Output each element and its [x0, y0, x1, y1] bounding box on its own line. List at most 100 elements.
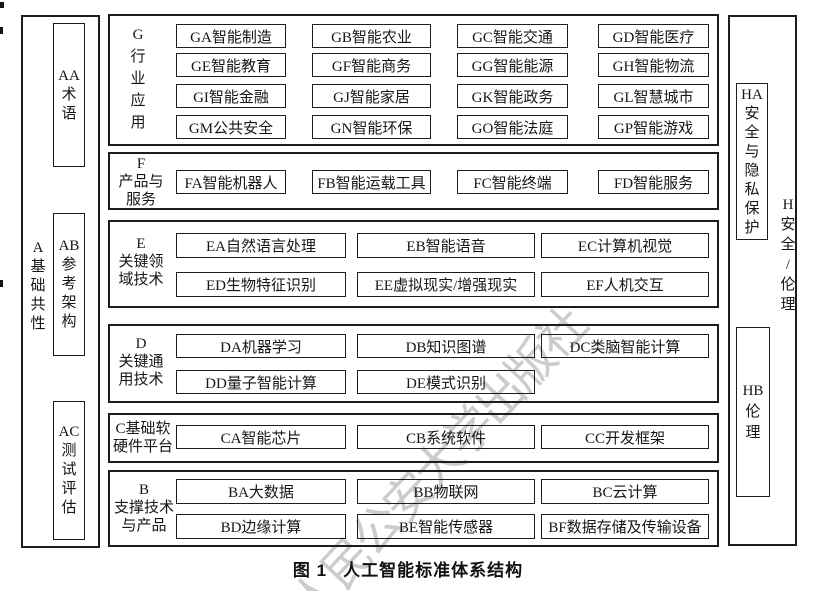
label-g-line: 业	[130, 71, 146, 87]
box-ac-char: 评	[61, 481, 77, 497]
label-h-char: 理	[780, 297, 796, 313]
label-h-char: 全	[780, 237, 796, 253]
box-ge: GE智能教育	[176, 53, 286, 77]
label-c-line: 硬件平台	[112, 439, 173, 455]
label-g-line: 行	[130, 49, 146, 65]
label-a-char: 共	[30, 297, 46, 313]
box-ha-char: 全	[744, 124, 760, 141]
scan-artifact	[0, 280, 3, 287]
box-ha-char: 保	[744, 200, 760, 217]
box-ha-char: 护	[744, 219, 760, 236]
label-f-line: 服务	[125, 192, 156, 208]
section-f-products-services: F 产品与 服务 FA智能机器人 FB智能运载工具 FC智能终端 FD智能服务	[108, 152, 719, 210]
box-ac-char: AC	[58, 424, 80, 440]
box-aa-char: 术	[61, 86, 77, 103]
box-hb-char: HB	[742, 382, 764, 399]
box-db: DB知识图谱	[357, 334, 535, 358]
box-ha-char: 隐	[744, 162, 760, 179]
box-fb: FB智能运载工具	[312, 170, 431, 194]
label-b-supporting-tech-products: B 支撑技术 与产品	[110, 481, 178, 535]
group-a-basic-common: A 基 础 共 性 AA 术 语 AB 参 考 架 构 AC 测 试 评 估	[21, 15, 100, 548]
box-hb-char: 理	[745, 424, 761, 441]
box-gl: GL智慧城市	[598, 84, 709, 108]
label-a-basic-common: A 基 础 共 性	[27, 239, 49, 334]
box-gp: GP智能游戏	[598, 115, 709, 139]
label-b-line: B	[138, 482, 149, 498]
section-b-supporting-tech-products: B 支撑技术 与产品 BA大数据 BB物联网 BC云计算 BD边缘计算 BE智能…	[108, 470, 719, 547]
box-ab-char: 架	[61, 295, 77, 311]
box-be: BE智能传感器	[357, 514, 535, 539]
figure-caption-title: 人工智能标准体系结构	[343, 561, 524, 580]
box-ab-reference-architecture: AB 参 考 架 构	[53, 213, 85, 356]
label-d-line: D	[135, 336, 147, 352]
box-bc: BC云计算	[541, 479, 709, 504]
label-e-key-domain-technologies: E 关键领 域技术	[110, 235, 172, 289]
box-fc: FC智能终端	[457, 170, 568, 194]
label-a-char: 础	[30, 278, 46, 294]
box-de: DE模式识别	[357, 370, 535, 394]
box-da: DA机器学习	[176, 334, 346, 358]
box-hb-ethics: HB 伦 理	[736, 327, 770, 497]
label-e-line: 关键领	[118, 254, 164, 270]
box-ca: CA智能芯片	[176, 425, 346, 449]
box-fd: FD智能服务	[598, 170, 709, 194]
box-gd: GD智能医疗	[598, 24, 709, 48]
box-gj: GJ智能家居	[312, 84, 431, 108]
section-e-key-domain-technologies: E 关键领 域技术 EA自然语言处理 EB智能语音 EC计算机视觉 ED生物特征…	[108, 220, 719, 308]
label-g-line: 应	[130, 93, 146, 109]
box-gb: GB智能农业	[312, 24, 431, 48]
box-ba: BA大数据	[176, 479, 346, 504]
figure-caption: 图 1 人工智能标准体系结构	[0, 556, 816, 581]
box-gc: GC智能交通	[457, 24, 568, 48]
box-bf: BF数据存储及传输设备	[541, 514, 709, 539]
box-ea: EA自然语言处理	[176, 233, 346, 258]
label-g-industry-applications: G 行 业 应 用	[120, 24, 156, 134]
label-b-line: 支撑技术	[113, 500, 174, 516]
box-aa-char: 语	[61, 105, 77, 122]
label-d-key-general-technologies: D 关键通 用技术	[110, 335, 172, 389]
box-bb: BB物联网	[357, 479, 535, 504]
label-c-basic-hw-sw-platform: C基础软 硬件平台	[110, 420, 176, 456]
section-c-basic-hw-sw-platform: C基础软 硬件平台 CA智能芯片 CB系统软件 CC开发框架	[108, 413, 719, 463]
section-g-industry-applications: G 行 业 应 用 GA智能制造 GB智能农业 GC智能交通 GD智能医疗 GE…	[108, 14, 719, 146]
box-ha-char: 与	[744, 143, 760, 160]
box-ef: EF人机交互	[541, 272, 709, 297]
label-h-char: 伦	[780, 277, 796, 293]
box-gi: GI智能金融	[176, 84, 286, 108]
label-f-products-services: F 产品与 服务	[110, 155, 172, 209]
box-ac-char: 估	[61, 500, 77, 516]
box-cc: CC开发框架	[541, 425, 709, 449]
label-f-line: F	[136, 156, 146, 172]
label-e-line: 域技术	[118, 272, 164, 288]
label-a-char: 基	[30, 259, 46, 275]
box-ha-security-privacy-protection: HA 安 全 与 隐 私 保 护	[736, 83, 768, 240]
section-d-key-general-technologies: D 关键通 用技术 DA机器学习 DB知识图谱 DC类脑智能计算 DD量子智能计…	[108, 324, 719, 403]
scan-artifact	[0, 27, 3, 34]
box-gn: GN智能环保	[312, 115, 431, 139]
box-hb-char: 伦	[745, 403, 761, 420]
box-aa-terminology: AA 术 语	[53, 23, 85, 167]
box-ab-char: 考	[61, 276, 77, 292]
label-f-line: 产品与	[118, 174, 164, 190]
box-ac-test-evaluation: AC 测 试 评 估	[53, 401, 85, 540]
box-ha-char: 私	[744, 181, 760, 198]
box-ac-char: 测	[61, 443, 77, 459]
box-ab-char: 构	[61, 314, 77, 330]
box-dd: DD量子智能计算	[176, 370, 346, 394]
box-ga: GA智能制造	[176, 24, 286, 48]
label-h-char: H	[782, 197, 794, 213]
scan-artifact	[0, 2, 4, 8]
label-h-security-ethics: H 安 全 / 伦 理	[779, 195, 797, 315]
box-gk: GK智能政务	[457, 84, 568, 108]
box-ec: EC计算机视觉	[541, 233, 709, 258]
box-cb: CB系统软件	[357, 425, 535, 449]
box-ee: EE虚拟现实/增强现实	[357, 272, 535, 297]
label-c-line: C基础软	[115, 421, 171, 437]
label-a-char: A	[32, 240, 44, 256]
figure-caption-number: 图 1	[292, 561, 328, 580]
label-h-char: 安	[780, 217, 796, 233]
box-gf: GF智能商务	[312, 53, 431, 77]
box-gm: GM公共安全	[176, 115, 286, 139]
label-d-line: 用技术	[118, 372, 164, 388]
label-g-line: G	[132, 27, 144, 43]
